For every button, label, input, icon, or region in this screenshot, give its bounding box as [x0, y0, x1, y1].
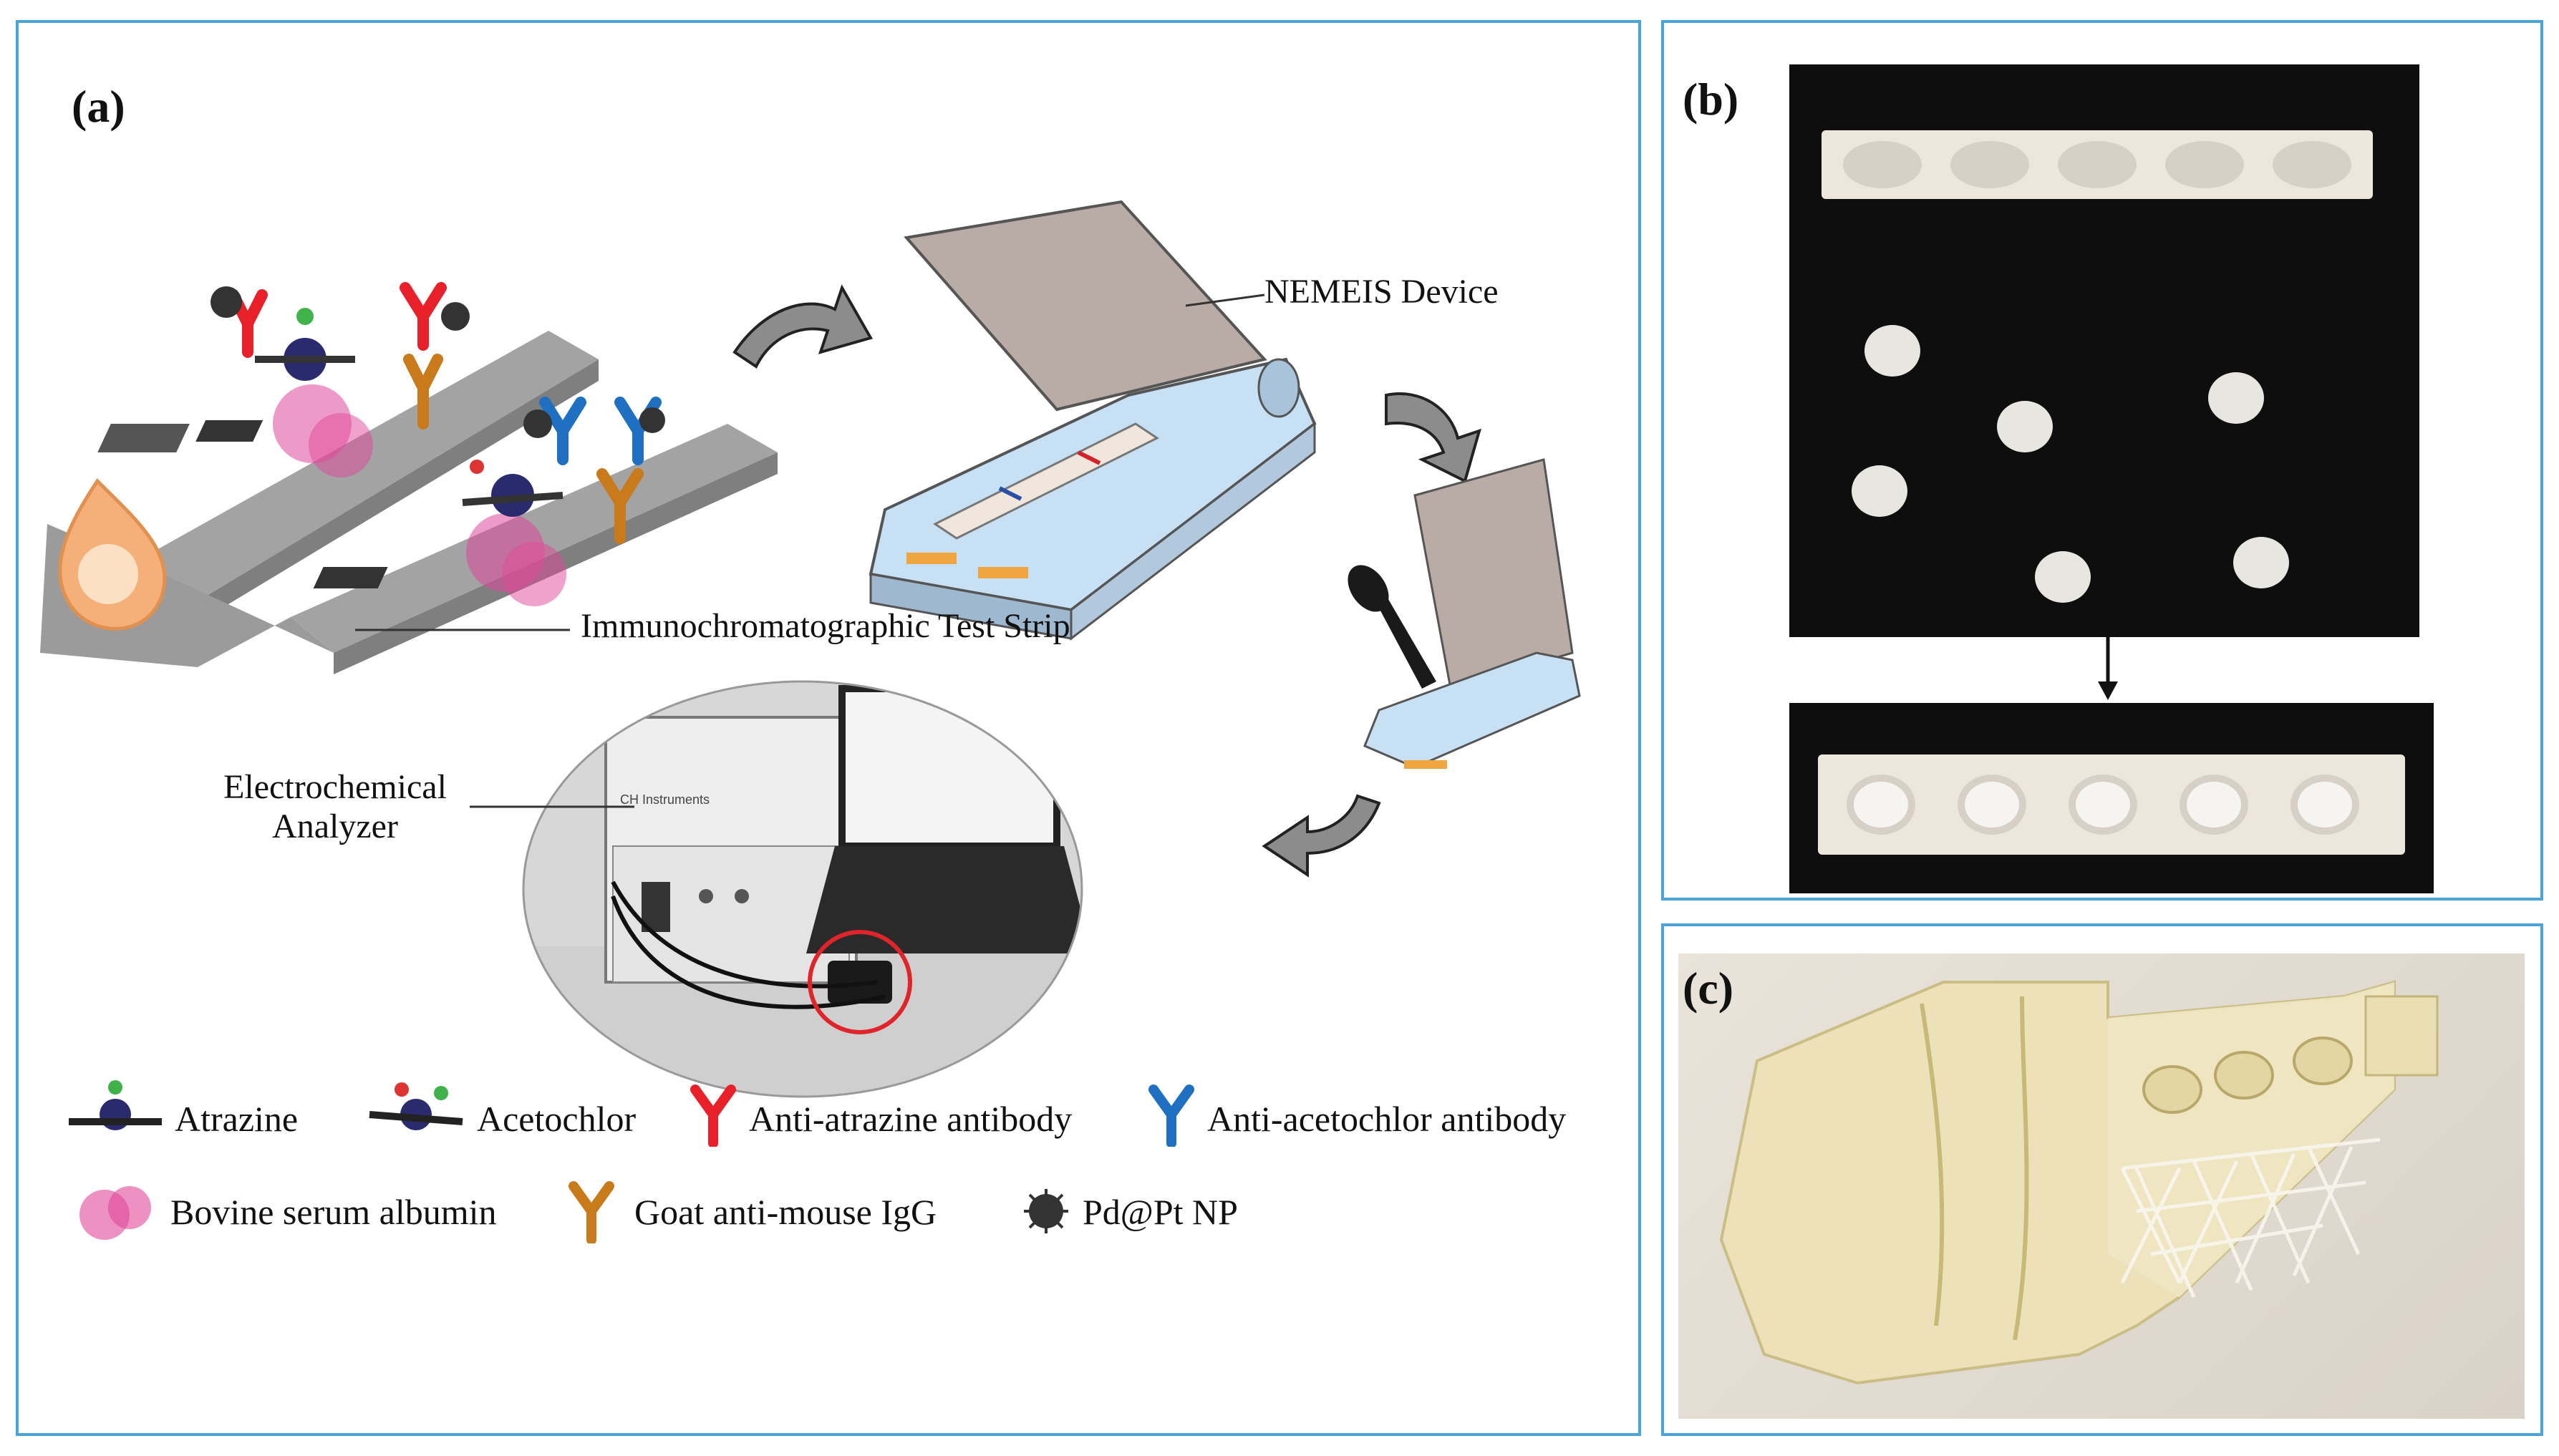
sample-drop-icon — [58, 478, 167, 631]
electrode-disc — [2208, 372, 2264, 424]
legend-label-igg: Goat anti-mouse IgG — [634, 1192, 937, 1232]
anti-acetochlor-antibody-icon — [539, 397, 586, 465]
anti-atrazine-antibody-icon-2 — [400, 282, 447, 351]
printed-device-photo — [1719, 980, 2439, 1385]
dropper-icon — [1348, 565, 1436, 689]
instrument-brand: CH Instruments — [620, 792, 710, 807]
arrow-icon-3 — [1262, 794, 1381, 878]
panel-a-illustration — [40, 200, 1581, 1098]
acetochlor-on-strip-icon — [462, 460, 563, 517]
lattice-support — [2120, 1137, 2381, 1299]
panel-label-c: (c) — [1683, 963, 1734, 1014]
strip-label: Immunochromatographic Test Strip — [581, 607, 1070, 645]
atrazine-on-strip-icon — [255, 308, 355, 381]
legend-label-anti-atrazine: Anti-atrazine antibody — [749, 1099, 1073, 1139]
arrow-icon-2 — [1385, 392, 1481, 483]
electrode-holder-bar — [1822, 130, 2373, 199]
nanoparticle-legend-icon — [1024, 1189, 1068, 1233]
antibody-icon-red — [690, 1084, 736, 1147]
electrode-disc — [2035, 551, 2091, 603]
panel-a: (a) — [16, 20, 1641, 1436]
legend-label-atrazine: Atrazine — [175, 1099, 299, 1139]
bsa-cluster-2 — [466, 513, 566, 606]
bsa-cluster-1 — [273, 384, 373, 477]
legend-label-nanoparticle: Pd@Pt NP — [1083, 1192, 1238, 1232]
analyzer-label-line2: Analyzer — [272, 807, 398, 845]
analyzer-photo — [523, 681, 1082, 1097]
legend-label-anti-acetochlor: Anti-acetochlor antibody — [1207, 1099, 1567, 1139]
electrode-disc — [1852, 465, 1907, 517]
antibody-icon-orange — [569, 1181, 614, 1243]
electrode-disc — [2233, 537, 2289, 588]
igg-antibody-icon-2 — [596, 468, 644, 544]
igg-antibody-icon-1 — [403, 354, 443, 429]
arrow-icon-1 — [732, 284, 874, 369]
electrode-disc — [1997, 401, 2053, 452]
panel-c: (c) — [1661, 923, 2543, 1436]
nanoparticle-icon — [211, 286, 665, 438]
acetochlor-molecule-icon — [369, 1082, 463, 1130]
device-leader-line — [1185, 293, 1265, 307]
legend-label-bsa: Bovine serum albumin — [170, 1192, 497, 1232]
nemeis-device-open — [869, 200, 1317, 641]
atrazine-molecule-icon — [69, 1080, 162, 1130]
protein-icon — [79, 1186, 151, 1240]
device-label: NEMEIS Device — [1264, 273, 1499, 311]
antibody-icon-blue — [1148, 1084, 1194, 1147]
panel-label-a: (a) — [72, 81, 125, 132]
panel-b: (b) — [1661, 20, 2543, 901]
legend-label-acetochlor: Acetochlor — [477, 1099, 637, 1139]
electrode-disc — [1864, 325, 1920, 377]
nemeis-device-small — [1363, 458, 1581, 769]
down-arrow-icon — [2098, 637, 2118, 700]
electrode-highlight-circle — [808, 930, 912, 1034]
panel-label-b: (b) — [1683, 74, 1739, 125]
electrode-holder-assembled — [1818, 754, 2405, 855]
analyzer-label-line1: Electrochemical — [223, 768, 447, 806]
